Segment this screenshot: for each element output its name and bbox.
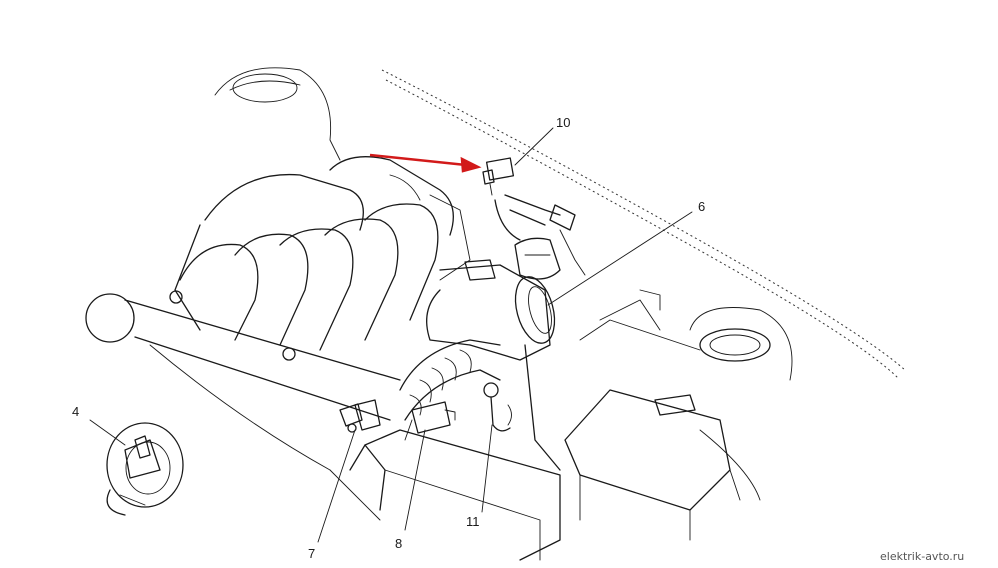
engine-block xyxy=(85,293,401,521)
sensor-part-4 xyxy=(106,422,184,516)
watermark: elektrik-avto.ru xyxy=(880,550,964,563)
label-6: 6 xyxy=(698,199,705,214)
label-11: 11 xyxy=(466,514,480,529)
red-arrow xyxy=(369,153,482,173)
leader-lines xyxy=(89,127,693,543)
sensor-part-7 xyxy=(339,399,381,433)
label-7: 7 xyxy=(308,546,315,561)
intake-hose xyxy=(399,339,501,421)
label-10: 10 xyxy=(556,115,570,130)
battery-box xyxy=(564,389,761,541)
intake-manifold xyxy=(169,156,471,361)
label-4: 4 xyxy=(72,404,79,419)
sensor-part-11 xyxy=(483,382,512,432)
connector-part-10 xyxy=(482,157,515,196)
air-filter-box xyxy=(349,344,561,561)
sensor-part-8 xyxy=(404,401,456,441)
strut-tower xyxy=(579,289,793,381)
label-8: 8 xyxy=(395,536,402,551)
vacuum-hoses xyxy=(494,194,586,280)
hood-outline xyxy=(214,67,906,379)
